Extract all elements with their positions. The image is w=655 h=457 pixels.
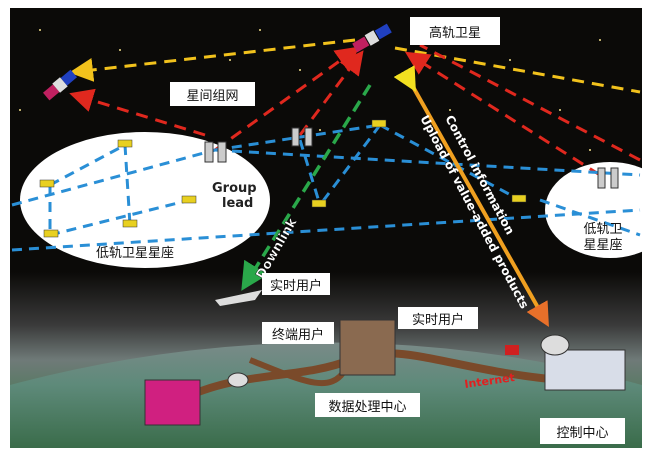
geo-satellite-left-icon: [42, 69, 78, 101]
data-processing-center-building: [144, 319, 396, 426]
leo-constellation-left-label: 低轨卫星星座: [95, 246, 174, 261]
group-lead-label-line2: lead: [222, 196, 253, 211]
downlink-arrow: [241, 84, 372, 291]
terminal-user-label: 终端用户: [262, 322, 334, 344]
geo-satellite-label: 高轨卫星: [410, 17, 500, 45]
control-upload-arrow: [393, 65, 549, 327]
realtime-user-label-2: 实时用户: [398, 307, 478, 329]
vehicle-icon: [505, 345, 519, 355]
geo-satellite-icon: [352, 23, 392, 53]
leo-constellation-right-label-line1: 低轨卫: [583, 222, 623, 237]
airplane-icon: [215, 290, 262, 306]
leo-constellation-right-label-line2: 星星座: [583, 238, 623, 253]
leo-satellite-icons: [39, 119, 527, 238]
control-center-building: [540, 334, 626, 391]
group-lead-satellite-icons: [204, 127, 619, 189]
stars: [19, 29, 601, 151]
realtime-user-label-1: 实时用户: [262, 273, 330, 295]
control-center-label: 控制中心: [540, 418, 625, 444]
inter-satellite-network-label: 星间组网: [170, 82, 255, 106]
ground-link: [248, 357, 348, 387]
dish-antenna-icon: [227, 372, 249, 388]
group-lead-label-line1: Group: [212, 181, 257, 196]
data-processing-center-label: 数据处理中心: [315, 393, 420, 417]
